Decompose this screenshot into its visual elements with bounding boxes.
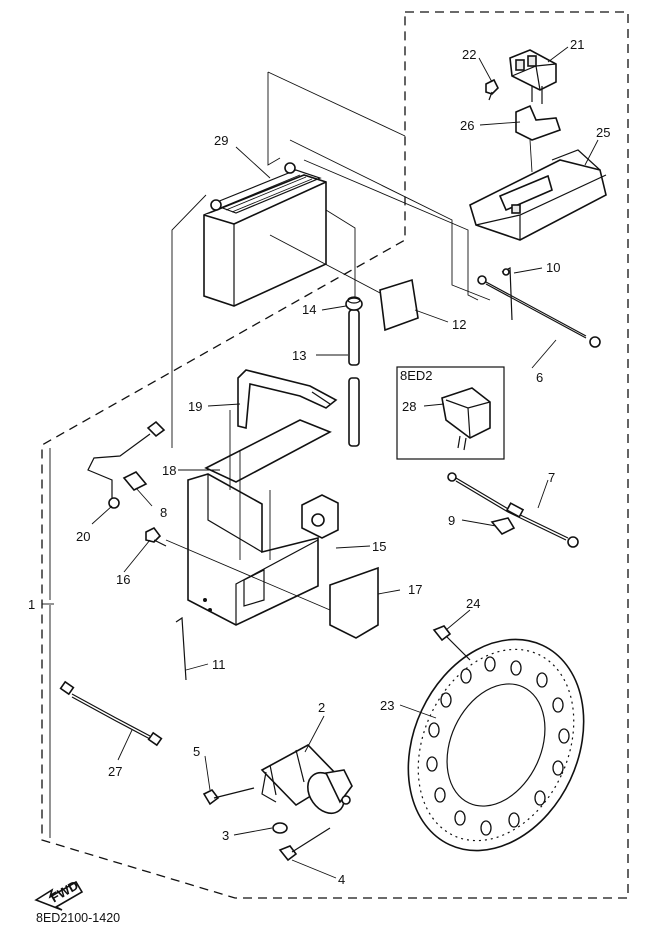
lead-terminal	[122, 471, 148, 491]
starter-motor	[260, 744, 353, 815]
inset-box-8ed2	[396, 366, 505, 460]
callout-1: 1	[28, 597, 35, 612]
relay-bolt	[485, 78, 499, 101]
battery-cable-negative	[477, 275, 601, 348]
callout-29: 29	[214, 133, 228, 148]
clip-rod	[175, 616, 187, 681]
battery-guide-lines	[171, 71, 491, 448]
disc-bolt	[432, 625, 471, 661]
callout-13: 13	[292, 348, 306, 363]
fuse-holder	[441, 387, 491, 451]
callout-2: 2	[318, 700, 325, 715]
leader-lines	[42, 46, 599, 879]
negative-lead	[501, 267, 513, 321]
relay-bracket	[515, 104, 562, 173]
starter-bolt-5	[202, 787, 255, 806]
battery-box	[187, 473, 339, 626]
callout-7: 7	[548, 470, 555, 485]
callout-18: 18	[162, 463, 176, 478]
callout-17: 17	[408, 582, 422, 597]
callout-20: 20	[76, 529, 90, 544]
battery-band	[237, 369, 338, 430]
callout-11: 11	[212, 657, 226, 672]
battery-cable-positive	[447, 472, 579, 548]
callout-19: 19	[188, 399, 202, 414]
battery-cover	[469, 149, 607, 241]
inset-label: 8ED2	[400, 368, 433, 383]
callout-6: 6	[536, 370, 543, 385]
breather-hose	[348, 309, 360, 447]
cover-plate	[329, 566, 379, 639]
callout-5: 5	[193, 744, 200, 759]
starter-bolt-4	[278, 827, 331, 862]
battery	[203, 162, 327, 307]
callout-26: 26	[460, 118, 474, 133]
box-bolt	[145, 526, 167, 547]
callout-4: 4	[338, 872, 345, 887]
callout-9: 9	[448, 513, 455, 528]
callout-25: 25	[596, 125, 610, 140]
callout-8: 8	[160, 505, 167, 520]
callout-28: 28	[402, 399, 416, 414]
callout-10: 10	[546, 260, 560, 275]
callout-27: 27	[108, 764, 122, 779]
callout-labels: 1 2 3 4 5 6 7 8 9 10 11 12 13 14 15 16 1…	[28, 37, 610, 925]
callout-3: 3	[222, 828, 229, 843]
hose-clip	[345, 296, 363, 311]
rubber-sheet	[204, 419, 332, 483]
forward-arrow-icon: FWD	[34, 878, 84, 911]
callout-12: 12	[452, 317, 466, 332]
brake-disc	[407, 638, 585, 852]
diagram-code: 8ED2100-1420	[36, 911, 120, 925]
wire-harness	[59, 680, 163, 747]
wire-clamp	[490, 517, 516, 535]
callout-24: 24	[466, 596, 480, 611]
battery-pad	[379, 278, 419, 332]
callout-16: 16	[116, 572, 130, 587]
earth-lead	[87, 420, 166, 509]
callout-21: 21	[570, 37, 584, 52]
callout-15: 15	[372, 539, 386, 554]
callout-23: 23	[380, 698, 394, 713]
starter-relay	[509, 49, 557, 104]
callout-14: 14	[302, 302, 316, 317]
box-guide-lines	[165, 410, 331, 611]
callout-22: 22	[462, 47, 476, 62]
starter-washer-3	[272, 822, 288, 834]
